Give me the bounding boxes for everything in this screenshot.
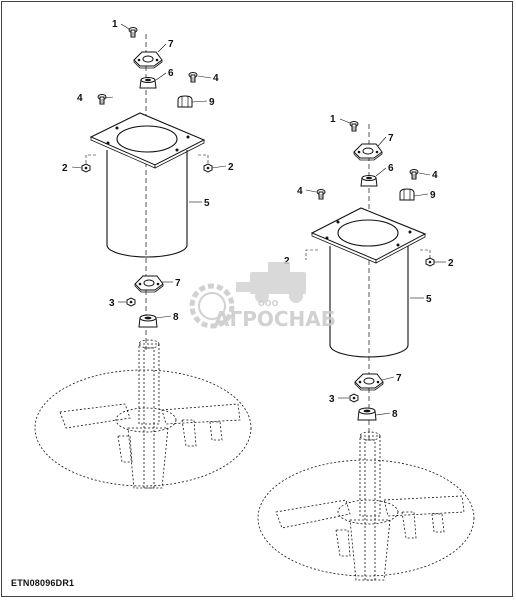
left-part-2-nut-right	[203, 163, 213, 173]
right-callout-3: 3	[329, 394, 335, 405]
right-assembly: 1 7 6 4 4 9 2 2 5 7 3 8	[257, 114, 475, 581]
right-part-4-bolt-left	[316, 189, 326, 200]
right-callout-7-bottom: 7	[396, 373, 402, 384]
left-part-2-nut-left	[81, 163, 91, 173]
right-part-9-clip	[399, 188, 415, 201]
right-mounting-plate	[310, 207, 427, 264]
left-callout-5: 5	[204, 198, 210, 209]
right-callout-4-left: 4	[297, 186, 303, 197]
right-callout-8: 8	[392, 409, 398, 420]
left-part-5-cylinder	[106, 150, 188, 258]
right-callout-6: 6	[388, 163, 394, 174]
left-part-1-bolt	[128, 27, 138, 38]
left-callout-3: 3	[109, 298, 115, 309]
left-part-4-bolt-right	[188, 72, 198, 83]
left-callout-7-top: 7	[168, 39, 174, 50]
right-callout-4-right: 4	[432, 170, 438, 181]
right-part-8-hub-nut	[357, 407, 377, 421]
right-callout-2-right: 2	[448, 258, 454, 269]
left-part-8-hub-nut	[138, 314, 158, 328]
right-callout-2-left: 2	[284, 256, 290, 267]
left-part-6-bushing	[139, 77, 157, 89]
left-callout-9: 9	[209, 97, 215, 108]
left-spreader-disc	[34, 339, 252, 489]
right-part-3-nut	[349, 393, 359, 403]
left-mounting-plate	[89, 112, 206, 169]
right-part-5-cylinder	[329, 246, 409, 358]
right-part-7-flange-top	[353, 143, 383, 161]
left-part-7-flange-top	[133, 51, 163, 69]
right-callout-1: 1	[330, 114, 336, 125]
left-callout-4-left: 4	[77, 93, 83, 104]
left-callout-2-right: 2	[228, 162, 234, 173]
left-callout-8: 8	[173, 312, 179, 323]
right-part-6-bushing	[360, 175, 378, 187]
gear-logo-icon	[189, 283, 235, 329]
left-part-9-clip	[177, 95, 193, 108]
right-spreader-disc	[257, 431, 475, 581]
right-part-7-flange-bottom	[354, 373, 384, 391]
agrosnab-watermark: ООО АГРОСНАБ	[189, 262, 336, 331]
figure-code: ETN08096DR1	[11, 578, 75, 588]
right-callout-5: 5	[426, 294, 432, 305]
tractor-logo-icon	[236, 262, 306, 303]
right-part-2-nut-right	[425, 257, 435, 267]
right-callout-9: 9	[430, 190, 436, 201]
left-callout-2-left: 2	[62, 163, 68, 174]
left-callout-6: 6	[168, 68, 174, 79]
left-part-7-flange-bottom	[134, 275, 164, 293]
watermark-company-name: АГРОСНАБ	[214, 307, 336, 331]
right-part-1-bolt	[349, 121, 359, 132]
left-part-3-nut	[126, 297, 136, 307]
left-callout-1: 1	[112, 19, 118, 30]
left-part-4-bolt-left	[97, 94, 107, 105]
right-callout-7-top: 7	[388, 133, 394, 144]
right-part-4-bolt-right	[409, 169, 419, 180]
left-callout-7-bottom: 7	[175, 278, 181, 289]
watermark-company-prefix: ООО	[258, 299, 279, 308]
left-callout-4-right: 4	[213, 73, 219, 84]
left-assembly: 1 7 6 4 4 9 2 2 5 7 3 8	[34, 19, 252, 489]
